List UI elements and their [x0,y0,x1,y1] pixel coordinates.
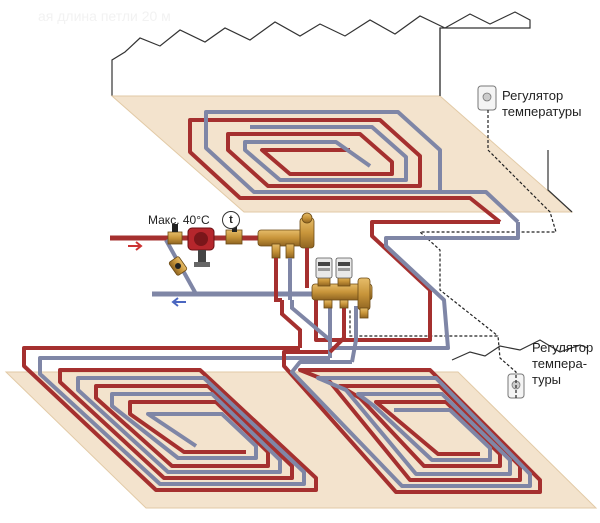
riser-supply [314,220,500,342]
circulation-pump[interactable] [187,227,215,267]
balancing-valve[interactable] [168,256,188,276]
upper-wall-outline [111,11,531,96]
thermostatic-valve[interactable] [225,226,243,245]
thermometer-icon: t [222,211,240,229]
lower-right-loop-supply [282,350,542,494]
riser-pipes [280,220,520,363]
lower-left-loop-return [38,356,330,486]
upper-loop-return-inner [243,125,408,182]
upper-loop-return [204,110,520,224]
upper-thermostat[interactable] [477,85,497,111]
riser-supply-2 [280,300,302,348]
lower-regulator-label-line2: темпера- [532,356,588,371]
upper-thermostat-wire [418,110,557,337]
upper-regulator-label-line1: Регулятор [502,88,564,103]
upper-floor [110,11,574,337]
upper-regulator-label: Регулятор температуры [502,88,581,120]
lower-left-loop-supply [22,346,318,492]
riser-return-3 [350,306,358,363]
lower-manifold[interactable] [311,275,373,319]
riser-return-2 [290,300,332,358]
supply-arrow-icon [128,241,143,251]
upper-wall-drop [547,150,573,213]
lower-right-loop-return [290,360,532,488]
lower-regulator-label: Регулятор темпера- туры [532,340,593,388]
return-arrow-icon [171,297,186,307]
inlet-valve[interactable] [167,224,183,245]
max-temp-label: Макс. 40°C [148,213,210,227]
lower-regulator-label-line1: Регулятор [532,340,594,355]
upper-manifold[interactable] [257,212,315,259]
upper-loop-supply [188,118,502,224]
mixing-unit [110,212,373,319]
riser-supply-3 [328,306,346,354]
lower-thermostat-wire [349,310,517,398]
actuator-left[interactable] [315,257,333,279]
lower-wall-outline [451,339,589,361]
lower-regulator-label-line3: туры [532,372,562,387]
riser-return [328,222,520,350]
lower-floor [4,310,598,509]
upper-regulator-label-line2: температуры [502,104,582,119]
manifold-drop-supply [274,258,282,302]
actuator-right[interactable] [335,257,353,279]
watermark-text: ая длина петли 20 м [38,8,171,24]
